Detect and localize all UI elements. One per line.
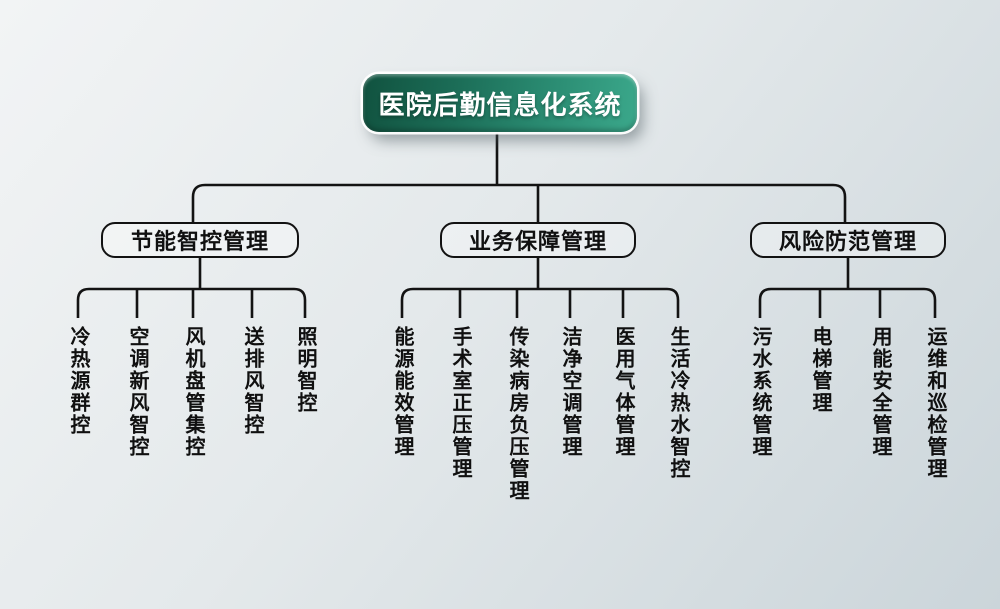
- leaf-ac-fresh-air-control: 空调新风智控: [126, 326, 148, 458]
- leaf-maintenance-inspection-management: 运维和巡检管理: [924, 326, 946, 480]
- branch-node-service-assurance: 业务保障管理: [440, 222, 636, 258]
- leaf-sewage-system-management: 污水系统管理: [749, 326, 771, 458]
- leaf-energy-efficiency-management: 能源能效管理: [391, 326, 413, 458]
- leaf-supply-exhaust-air-control: 送排风智控: [241, 326, 263, 436]
- leaf-operating-room-positive-pressure: 手术室正压管理: [449, 326, 471, 480]
- leaf-medical-gas-management: 医用气体管理: [612, 326, 634, 458]
- leaf-cold-heat-source-group-control: 冷热源群控: [67, 326, 89, 436]
- leaf-domestic-hot-cold-water-control: 生活冷热水智控: [667, 326, 689, 480]
- leaf-clean-ac-management: 洁净空调管理: [559, 326, 581, 458]
- root-node-label: 医院后勤信息化系统: [378, 89, 622, 120]
- leaf-isolation-ward-negative-pressure: 传染病房负压管理: [506, 326, 528, 502]
- leaf-fan-coil-centralized-control: 风机盘管集控: [182, 326, 204, 458]
- branch-node-risk-prevention: 风险防范管理: [750, 222, 946, 258]
- branch-node-label: 风险防范管理: [778, 229, 917, 254]
- leaf-elevator-management: 电梯管理: [809, 326, 831, 414]
- connector-path: [76, 133, 937, 318]
- branch-node-label: 节能智控管理: [130, 229, 269, 254]
- root-node: 医院后勤信息化系统: [363, 74, 637, 132]
- leaf-energy-use-safety-management: 用能安全管理: [869, 326, 891, 458]
- branch-node-energy-saving-control: 节能智控管理: [101, 222, 299, 258]
- leaf-lighting-control: 照明智控: [294, 326, 316, 414]
- branch-node-label: 业务保障管理: [468, 229, 607, 254]
